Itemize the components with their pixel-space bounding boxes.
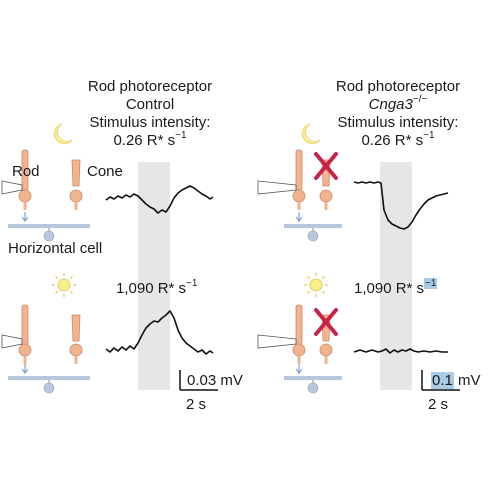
electrode-icon <box>1 334 23 349</box>
left-scale-voltage: 0.03 mV <box>187 372 243 389</box>
horizontal-cell-icon <box>284 376 342 394</box>
horizontal-cell-icon <box>284 224 342 242</box>
rod-label: Rod <box>12 163 40 180</box>
trace-cnga3-bright <box>353 348 448 354</box>
rod-cell-icon <box>292 304 306 364</box>
cone-label: Cone <box>87 163 123 180</box>
stimulus-band-left <box>138 162 170 390</box>
left-stimulus-label: Stimulus intensity: <box>89 114 211 131</box>
synapse-arrow-icon <box>295 364 303 374</box>
rod-cell-icon <box>292 149 306 210</box>
trace-control-dim <box>105 185 214 214</box>
electrode-icon <box>257 180 297 195</box>
sun-icon <box>52 273 76 297</box>
left-dim-intensity: 0.26 R* s−1 <box>113 130 187 150</box>
red-x-icon <box>314 308 338 336</box>
synapse-arrow-icon <box>21 212 29 222</box>
cone-cell-icon <box>69 159 83 210</box>
horizontal-cell-icon <box>8 224 90 242</box>
rod-cell-icon <box>18 304 32 364</box>
trace-cnga3-dim <box>353 181 449 230</box>
rod-cell-icon <box>18 149 32 210</box>
cone-cell-icon <box>69 314 83 364</box>
trace-control-bright <box>105 310 214 355</box>
left-header: Rod photoreceptor Control Stimulus inten… <box>80 78 220 150</box>
right-header-line1: Rod photoreceptor <box>335 78 461 95</box>
scale-bar-control <box>179 370 218 391</box>
sun-icon <box>304 273 328 297</box>
electrode-icon <box>257 334 297 349</box>
right-stimulus-label: Stimulus intensity: <box>337 114 459 131</box>
right-dim-intensity: 0.26 R* s−1 <box>361 130 435 150</box>
electrode-icon <box>1 180 23 195</box>
synapse-arrow-icon <box>295 212 303 222</box>
crescent-moon-icon <box>53 123 73 145</box>
crescent-moon-icon <box>301 123 321 145</box>
right-scale-time: 2 s <box>428 396 449 413</box>
horizontal-cell-icon <box>8 376 90 394</box>
left-scale-time: 2 s <box>186 396 207 413</box>
horizontal-cell-label: Horizontal cell <box>8 240 103 257</box>
stimulus-band-right <box>380 162 412 390</box>
right-scale-voltage: 0.1 mV <box>431 372 481 389</box>
left-header-line2: Control <box>125 96 175 113</box>
scale-bar-cnga3 <box>421 370 460 391</box>
left-bright-intensity: 1,090 R* s−1 <box>116 278 198 298</box>
right-genotype: Cnga3−/− <box>368 94 428 114</box>
synapse-arrow-icon <box>21 364 29 374</box>
right-bright-intensity: 1,090 R* s−1 <box>354 278 438 297</box>
voltage-highlight: 0.1 <box>431 372 454 389</box>
left-header-line1: Rod photoreceptor <box>87 78 213 95</box>
red-x-icon <box>314 152 338 180</box>
right-header: Rod photoreceptor Cnga3−/− Stimulus inte… <box>318 78 478 150</box>
